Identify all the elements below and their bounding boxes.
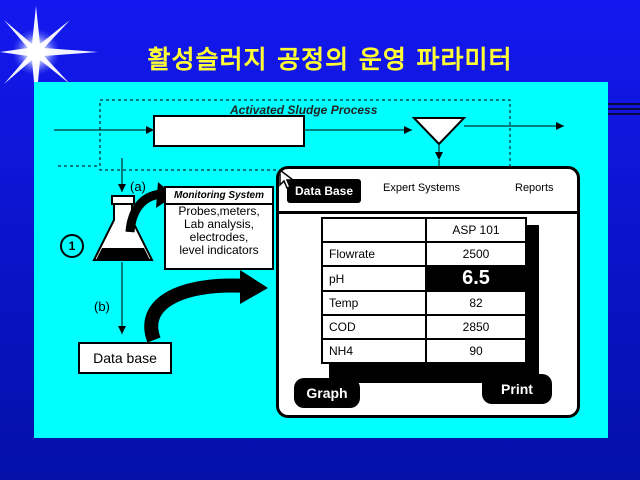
monitoring-item: Probes,meters, xyxy=(178,204,260,218)
param-name: Flowrate xyxy=(321,241,427,267)
param-name: Temp xyxy=(321,290,427,316)
print-button[interactable]: Print xyxy=(482,374,552,404)
sample-label-b: (b) xyxy=(94,299,110,314)
monitoring-system-box: Monitoring System Probes,meters, Lab ana… xyxy=(164,186,274,270)
tab-data-base[interactable]: Data Base xyxy=(287,179,362,203)
param-value-highlighted[interactable]: 6.5 xyxy=(425,265,527,292)
table-header-unit: ASP 101 xyxy=(425,217,527,243)
monitoring-item: Lab analysis, xyxy=(183,217,255,231)
graph-button[interactable]: Graph xyxy=(294,378,360,408)
param-value: 2500 xyxy=(425,241,527,267)
param-name: NH4 xyxy=(321,338,427,364)
param-value: 82 xyxy=(425,290,527,316)
sample-label-a: (a) xyxy=(130,179,146,194)
param-value: 90 xyxy=(425,338,527,364)
table-row: Temp 82 xyxy=(321,290,527,316)
process-label: Activated Sludge Process xyxy=(230,103,378,117)
decorative-stripes xyxy=(600,103,640,119)
param-name: COD xyxy=(321,314,427,340)
param-value: 2850 xyxy=(425,314,527,340)
process-diagram-lines xyxy=(54,99,564,343)
table-header-empty xyxy=(321,217,427,243)
tab-bar: Data Base Expert Systems Reports xyxy=(279,169,577,214)
parameter-table: ASP 101 Flowrate 2500 pH 6.5 Temp 82 COD… xyxy=(321,217,527,364)
mouse-cursor-icon xyxy=(279,169,295,189)
computer-screen: Data Base Expert Systems Reports ASP 101… xyxy=(276,166,580,418)
tab-reports[interactable]: Reports xyxy=(515,182,554,194)
table-row: pH 6.5 xyxy=(321,265,527,292)
table-row: COD 2850 xyxy=(321,314,527,340)
table-header-row: ASP 101 xyxy=(321,217,527,243)
table-row: NH4 90 xyxy=(321,338,527,364)
database-box: Data base xyxy=(78,342,172,374)
step-number-badge: 1 xyxy=(60,234,84,258)
monitoring-title: Monitoring System xyxy=(166,188,272,205)
monitoring-item: level indicators xyxy=(179,243,259,257)
tab-expert-systems[interactable]: Expert Systems xyxy=(383,182,461,194)
page-title: 활성슬러지 공정의 운영 파라미터 xyxy=(147,45,513,74)
param-name: pH xyxy=(321,265,427,292)
table-row: Flowrate 2500 xyxy=(321,241,527,267)
diagram-panel: Activated Sludge Process (a) (b) 1 Monit… xyxy=(34,82,608,438)
monitoring-item: electrodes, xyxy=(189,230,249,244)
starburst-icon xyxy=(0,6,98,104)
